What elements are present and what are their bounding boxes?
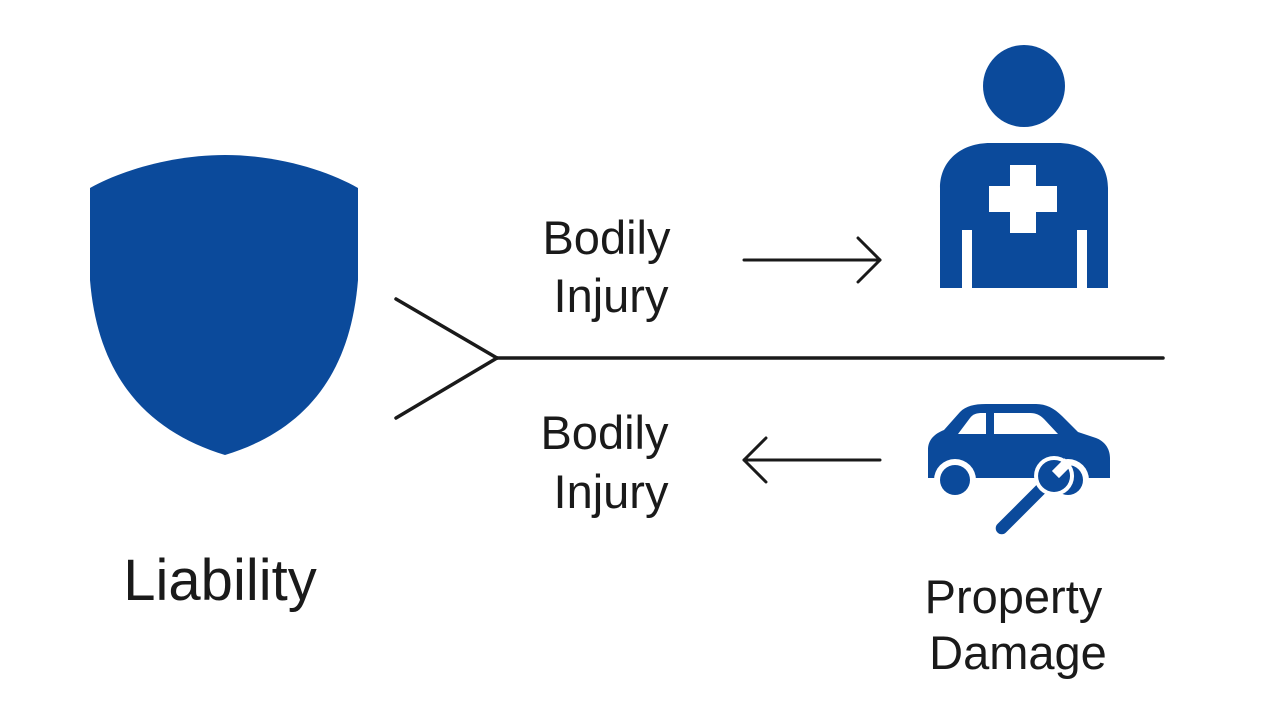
liability-label: Liability [123,548,316,613]
lower-branch-label-line2: Injury [554,465,669,518]
left-arrow-icon [742,436,882,484]
upper-branch-label-line2: Injury [554,269,669,322]
lower-branch-label: Bodily Injury [540,406,681,518]
lower-branch-label-line1: Bodily [540,406,669,459]
property-damage-label-line1: Property [925,570,1103,623]
right-arrow-icon [742,236,882,284]
property-damage-label-line2: Damage [929,626,1107,679]
shield-icon [90,155,358,455]
property-damage-label: Property Damage [925,570,1116,679]
fork-lower-line [394,356,499,420]
car-wrench-icon [928,404,1110,537]
upper-branch-label: Bodily Injury [542,211,683,322]
person-medical-cross-icon [940,45,1108,288]
fork-upper-line [394,297,499,360]
fork-connector [394,297,1165,420]
upper-branch-label-line1: Bodily [542,211,671,264]
